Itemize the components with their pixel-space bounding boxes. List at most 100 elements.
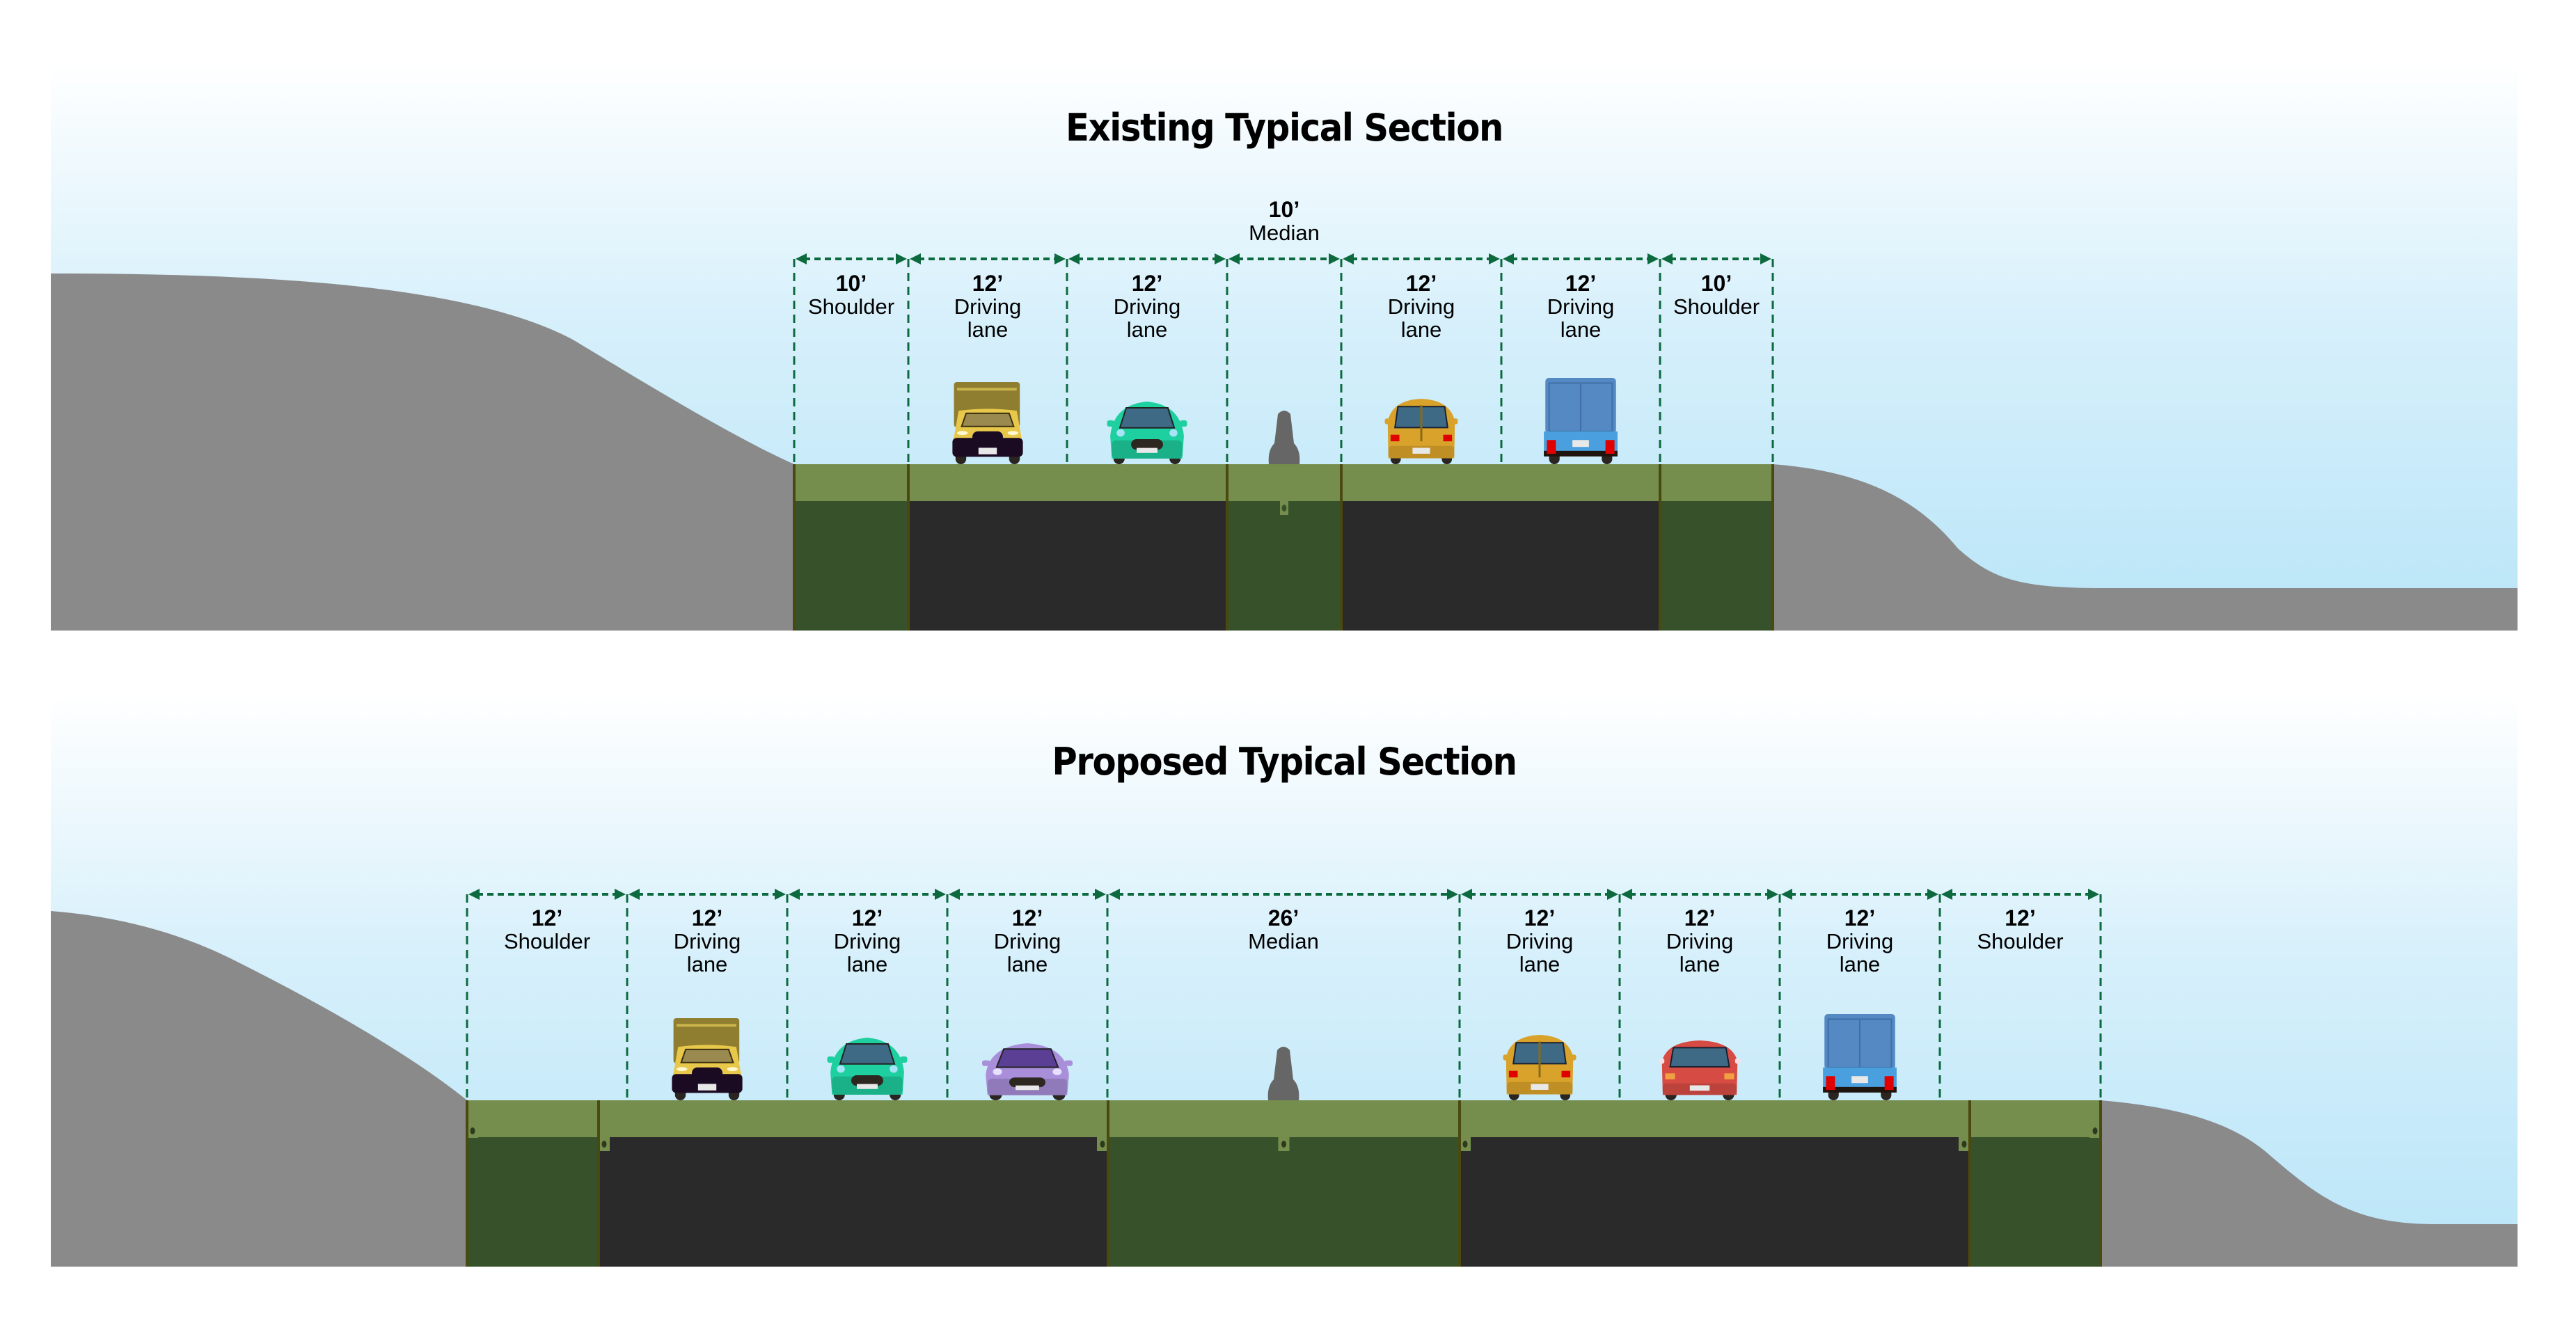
arrowhead-left-icon xyxy=(789,889,800,900)
arrowhead-right-icon xyxy=(1927,889,1938,900)
segment-name-line2: lane xyxy=(1679,952,1721,976)
taillight-icon xyxy=(1443,434,1453,442)
segment-width: 10’ xyxy=(1700,271,1732,296)
drain-marker-dot xyxy=(1462,1141,1468,1148)
vehicle-box-truck-front xyxy=(952,382,1023,464)
arrowhead-right-icon xyxy=(1647,253,1659,264)
embankment-left xyxy=(51,274,794,631)
median-dimension-label: 10’Median xyxy=(1249,198,1320,245)
arrowhead-right-icon xyxy=(1489,253,1500,264)
arrowhead-left-icon xyxy=(1461,889,1472,900)
arrowhead-right-icon xyxy=(1760,253,1771,264)
median-barrier xyxy=(1268,411,1300,464)
taillight-icon xyxy=(1390,434,1400,442)
segment-name: Driving xyxy=(1826,929,1894,953)
embankment-left xyxy=(51,911,467,1267)
taillight-icon xyxy=(1508,1070,1518,1078)
arrowhead-right-icon xyxy=(1607,889,1618,900)
pavement-block xyxy=(1460,1137,1970,1267)
windshield xyxy=(839,1043,896,1065)
segment-name: Median xyxy=(1249,221,1320,245)
grille xyxy=(851,1075,883,1086)
arrowhead-left-icon xyxy=(910,253,921,264)
segment-name-line2: lane xyxy=(967,317,1009,342)
structure-joint xyxy=(793,464,796,631)
taillight-icon xyxy=(1724,1073,1735,1079)
windshield xyxy=(961,412,1015,427)
segment-width: 10’ xyxy=(835,271,867,296)
arrowhead-right-icon xyxy=(1095,889,1106,900)
windshield xyxy=(680,1048,734,1063)
headlight-icon xyxy=(837,1065,845,1073)
license-plate xyxy=(1531,1084,1549,1090)
license-plate xyxy=(1851,1076,1868,1084)
structure-joint xyxy=(1659,464,1661,631)
license-plate xyxy=(1572,440,1589,447)
arrowhead-left-icon xyxy=(1343,253,1354,264)
grille xyxy=(692,1067,722,1080)
segment-name-line2: lane xyxy=(1519,952,1560,976)
roadway-surface xyxy=(467,1100,2101,1137)
vehicle-small-car-front xyxy=(827,1038,908,1100)
mirror-icon xyxy=(1503,1054,1508,1061)
taillight-icon xyxy=(1561,1070,1571,1078)
segment-name: Shoulder xyxy=(1673,294,1760,319)
segment-width: 12’ xyxy=(972,271,1004,296)
vehicle-sedan-front xyxy=(982,1043,1073,1100)
headlight-icon xyxy=(1007,431,1019,436)
mirror-icon xyxy=(1659,1058,1665,1064)
segment-name: Shoulder xyxy=(807,294,895,319)
drain-marker-dot xyxy=(1100,1141,1105,1148)
shoulder-surface xyxy=(467,1100,599,1124)
segment-name: Driving xyxy=(954,294,1022,319)
structure-joint xyxy=(907,464,910,631)
arrowhead-left-icon xyxy=(796,253,807,264)
segment-width: 12’ xyxy=(531,905,563,930)
vehicle-box-truck-rear xyxy=(1544,378,1618,464)
mirror-icon xyxy=(900,1056,908,1063)
headlight-icon xyxy=(1169,429,1178,437)
proposed-section-title: Proposed Typical Section xyxy=(1052,740,1517,784)
windshield xyxy=(1119,407,1176,429)
drain-marker-dot xyxy=(1281,1141,1286,1148)
segment-width: 12’ xyxy=(1684,905,1716,930)
segment-name: Shoulder xyxy=(503,929,591,953)
headlight-icon xyxy=(677,1067,688,1072)
license-plate xyxy=(697,1084,717,1091)
arrowhead-right-icon xyxy=(1767,889,1778,900)
vehicle-hatchback-rear xyxy=(1659,1040,1741,1100)
mirror-icon xyxy=(1453,418,1458,425)
segment-name: Driving xyxy=(1666,929,1734,953)
pavement-block xyxy=(908,501,1227,631)
mirror-icon xyxy=(1107,420,1114,427)
license-plate xyxy=(1689,1085,1710,1091)
segment-name: Median xyxy=(1248,929,1319,953)
taillight-icon xyxy=(1547,440,1556,454)
license-plate xyxy=(1016,1085,1039,1091)
bumper xyxy=(952,438,1023,457)
license-plate xyxy=(857,1084,878,1089)
segment-name-line2: lane xyxy=(1839,952,1881,976)
existing-section-title: Existing Typical Section xyxy=(1066,106,1503,150)
vehicle-small-car-front xyxy=(1107,402,1187,464)
taillight-icon xyxy=(1665,1073,1675,1079)
license-plate xyxy=(1412,447,1430,454)
segment-name: Driving xyxy=(673,929,741,953)
structure-joint xyxy=(1340,464,1343,631)
pavement-block xyxy=(599,1137,1108,1267)
license-plate xyxy=(1137,447,1157,453)
headlight-icon xyxy=(957,431,968,436)
embankment-right xyxy=(2101,1100,2518,1267)
structure-joint xyxy=(2099,1100,2102,1267)
arrowhead-left-icon xyxy=(468,889,480,900)
segment-width: 12’ xyxy=(691,905,723,930)
arrowhead-left-icon xyxy=(1109,889,1120,900)
